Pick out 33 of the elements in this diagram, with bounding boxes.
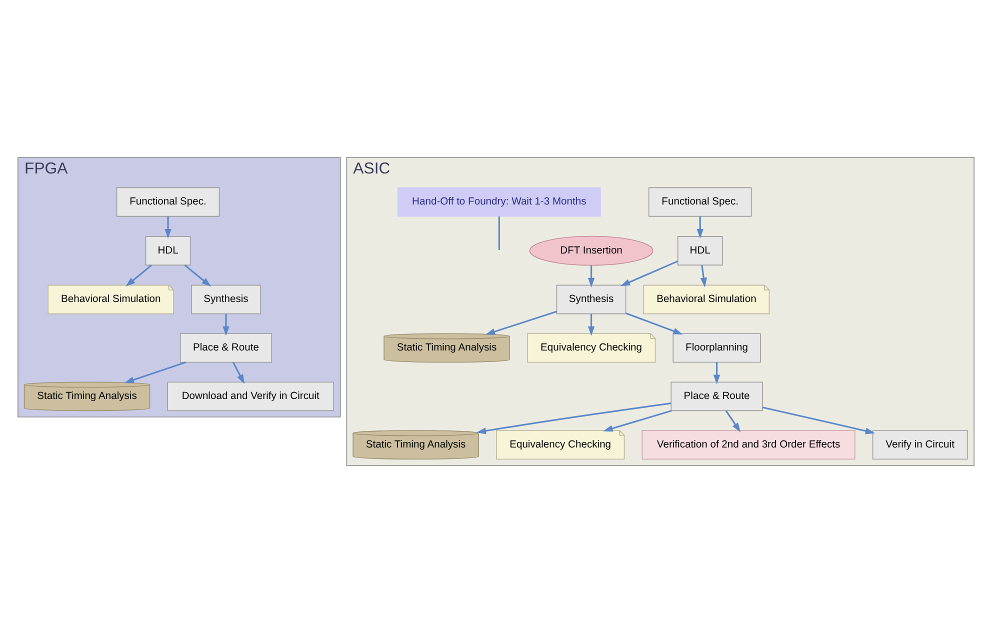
arrow	[700, 265, 707, 288]
arrow	[713, 362, 720, 384]
arrow	[620, 260, 678, 286]
arrow	[126, 264, 152, 286]
node-box: Synthesis	[556, 284, 626, 314]
node-box: Functional Spec.	[116, 187, 220, 217]
arrow	[222, 314, 230, 336]
node-box: Hand-Off to Foundry: Wait 1-3 Months	[398, 187, 601, 217]
node-ellipse: DFT Insertion	[529, 236, 654, 266]
arrow	[124, 362, 186, 384]
arrow	[164, 216, 172, 239]
node-box: Place & Route	[180, 333, 272, 363]
node-box: HDL	[677, 236, 723, 266]
arrow	[762, 406, 876, 434]
node-box: HDL	[145, 236, 191, 266]
node-box: Verify in Circuit	[872, 430, 968, 460]
arrow	[725, 410, 741, 432]
node-box: Floorplanning	[672, 333, 761, 363]
connector	[498, 216, 500, 250]
arrow	[696, 216, 704, 239]
arrow	[603, 410, 672, 432]
node-box: Functional Spec.	[648, 187, 752, 217]
node-box: Synthesis	[191, 284, 261, 314]
arrow	[476, 402, 672, 434]
arrow	[626, 312, 683, 334]
node-box: Download and Verify in Circuit	[167, 382, 334, 412]
arrow	[184, 264, 212, 287]
arrow	[588, 265, 595, 288]
arrow	[232, 362, 245, 384]
arrow	[588, 314, 595, 336]
node-box: Verification of 2nd and 3rd Order Effects	[642, 430, 856, 460]
node-box: Place & Route	[670, 382, 763, 412]
arrow	[485, 310, 557, 335]
